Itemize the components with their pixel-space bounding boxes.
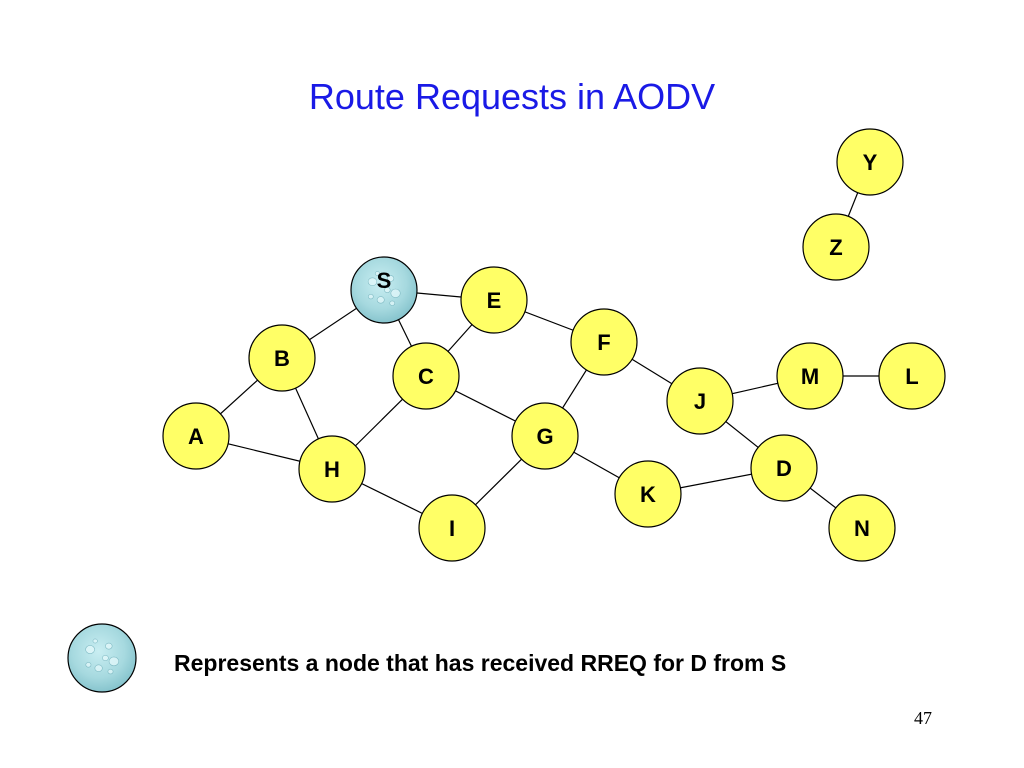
slide-title: Route Requests in AODV bbox=[308, 76, 716, 117]
node-e-label: E bbox=[487, 288, 502, 313]
legend-text: Represents a node that has received RREQ… bbox=[174, 650, 787, 676]
node-a-label: A bbox=[188, 424, 204, 449]
node-g-circle bbox=[511, 402, 579, 470]
node-e-circle bbox=[460, 266, 528, 334]
node-z-label: Z bbox=[829, 235, 842, 260]
node-l-circle bbox=[878, 342, 946, 410]
node-i-circle bbox=[418, 494, 486, 562]
node-d-circle bbox=[750, 434, 818, 502]
nodes-layer: S E F B C M L J A G H D K I N Y Z bbox=[162, 128, 946, 562]
node-y-label: Y bbox=[863, 150, 878, 175]
node-n: N bbox=[828, 494, 896, 562]
node-i: I bbox=[418, 494, 486, 562]
node-k: K bbox=[614, 460, 682, 528]
node-b: B bbox=[248, 324, 316, 392]
node-e: E bbox=[460, 266, 528, 334]
node-k-label: K bbox=[640, 482, 656, 507]
node-z-circle bbox=[802, 213, 870, 281]
node-k-circle bbox=[614, 460, 682, 528]
node-s-circle bbox=[350, 256, 418, 324]
node-j-label: J bbox=[694, 389, 706, 414]
node-c: C bbox=[392, 342, 460, 410]
node-s: S bbox=[350, 256, 418, 324]
node-s-label: S bbox=[377, 268, 392, 293]
legend bbox=[67, 623, 137, 693]
node-c-circle bbox=[392, 342, 460, 410]
node-h-circle bbox=[298, 435, 366, 503]
node-n-label: N bbox=[854, 516, 870, 541]
node-z: Z bbox=[802, 213, 870, 281]
node-h-label: H bbox=[324, 457, 340, 482]
node-d-label: D bbox=[776, 456, 792, 481]
node-j-circle bbox=[666, 367, 734, 435]
node-h: H bbox=[298, 435, 366, 503]
node-b-circle bbox=[248, 324, 316, 392]
node-n-circle bbox=[828, 494, 896, 562]
node-m-circle bbox=[776, 342, 844, 410]
node-f: F bbox=[570, 308, 638, 376]
node-l-label: L bbox=[905, 364, 918, 389]
node-l: L bbox=[878, 342, 946, 410]
node-m-label: M bbox=[801, 364, 819, 389]
node-c-label: C bbox=[418, 364, 434, 389]
node-d: D bbox=[750, 434, 818, 502]
node-i-label: I bbox=[449, 516, 455, 541]
node-a-circle bbox=[162, 402, 230, 470]
node-y-circle bbox=[836, 128, 904, 196]
node-m: M bbox=[776, 342, 844, 410]
node-f-label: F bbox=[597, 330, 610, 355]
node-a: A bbox=[162, 402, 230, 470]
node-g: G bbox=[511, 402, 579, 470]
node-y: Y bbox=[836, 128, 904, 196]
node-j: J bbox=[666, 367, 734, 435]
page-number: 47 bbox=[914, 708, 932, 728]
legend-received-node-icon bbox=[67, 623, 137, 693]
node-b-label: B bbox=[274, 346, 290, 371]
node-g-label: G bbox=[536, 424, 553, 449]
node-f-circle bbox=[570, 308, 638, 376]
